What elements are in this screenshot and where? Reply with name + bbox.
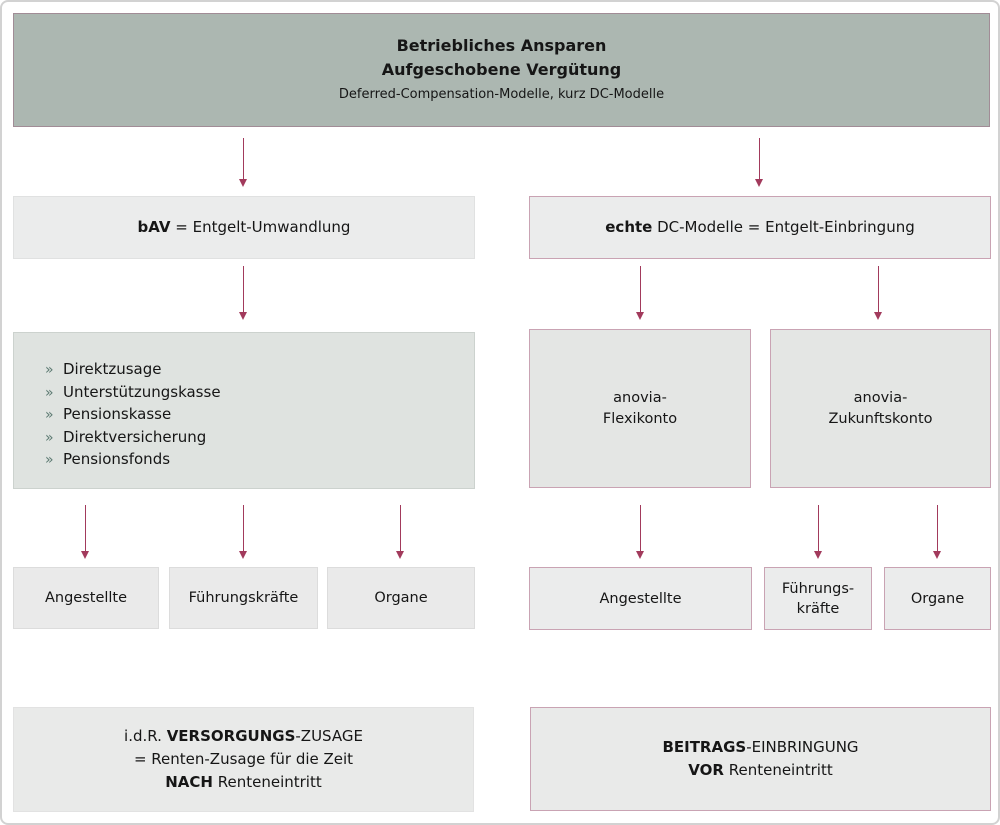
audience-label: Organe xyxy=(374,590,428,606)
bav-summary-line3-bold: NACH xyxy=(165,773,213,791)
chevron-bullet-icon: » xyxy=(45,407,54,423)
dc-audience-organe-box: Organe xyxy=(884,567,991,630)
dc-summary-line1-rest: -EINBRINGUNG xyxy=(746,738,859,756)
zukunftskonto-line1: anovia- xyxy=(853,389,908,406)
dc-summary-line2: VOR Renteneintritt xyxy=(688,759,832,782)
header-box: Betriebliches Ansparen Aufgeschobene Ver… xyxy=(13,13,990,127)
arrow-down-icon xyxy=(238,266,248,320)
bav-audience-organe-box: Organe xyxy=(327,567,475,629)
vehicle-label: Unterstützungskasse xyxy=(63,382,221,401)
dc-summary-line2-rest: Renteneintritt xyxy=(723,761,833,779)
vehicle-label: Direktversicherung xyxy=(63,427,207,446)
list-item: » Pensionskasse xyxy=(45,404,171,427)
bav-vehicles-box: » Direktzusage » Unterstützungskasse » P… xyxy=(13,332,475,489)
chevron-bullet-icon: » xyxy=(45,362,54,378)
dc-audience-fuehrungskraefte-box: Führungs- kräfte xyxy=(764,567,872,630)
dc-definition-rest: DC-Modelle = Entgelt-Einbringung xyxy=(652,218,915,236)
header-title-line2: Aufgeschobene Vergütung xyxy=(381,59,622,79)
bav-definition-rest: = Entgelt-Umwandlung xyxy=(170,218,351,236)
bav-audience-angestellte-box: Angestellte xyxy=(13,567,159,629)
list-item: » Unterstützungskasse xyxy=(45,382,221,405)
dc-definition-box: echte DC-Modelle = Entgelt-Einbringung xyxy=(529,196,991,259)
flexikonto-line1: anovia- xyxy=(613,389,667,406)
vehicle-label: Direktzusage xyxy=(63,360,162,378)
flexikonto-line2: Flexikonto xyxy=(602,410,678,427)
bav-audience-fuehrungskraefte-box: Führungskräfte xyxy=(169,567,318,629)
flexikonto-box: anovia- Flexikonto xyxy=(529,329,751,488)
bav-summary-line2: = Renten-Zusage für die Zeit xyxy=(133,750,354,768)
dc-summary-line1: BEITRAGS-EINBRINGUNG xyxy=(662,736,858,759)
vehicle-label: Pensionskasse xyxy=(63,405,172,423)
arrow-down-icon xyxy=(80,505,90,559)
list-item: » Pensionsfonds xyxy=(45,449,170,472)
bav-summary-box: i.d.R. VERSORGUNGS-ZUSAGE = Renten-Zusag… xyxy=(13,707,474,812)
audience-label: Organe xyxy=(910,590,965,607)
dc-summary-line1-bold: BEITRAGS xyxy=(662,738,747,756)
bav-definition-bold: bAV xyxy=(137,218,171,236)
dc-definition-bold: echte xyxy=(605,218,653,236)
bav-summary-line3-rest: Renteneintritt xyxy=(212,773,322,791)
dc-definition-text: echte DC-Modelle = Entgelt-Einbringung xyxy=(605,216,914,239)
audience-label: Angestellte xyxy=(599,590,682,607)
bav-summary-line1-rest: -ZUSAGE xyxy=(295,727,363,745)
list-item: » Direktzusage xyxy=(45,359,162,382)
chevron-bullet-icon: » xyxy=(45,429,54,446)
arrow-down-icon xyxy=(813,505,823,559)
arrow-down-icon xyxy=(754,138,764,187)
header-title-line1: Betriebliches Ansparen xyxy=(396,35,607,55)
chevron-bullet-icon: » xyxy=(45,384,54,401)
arrow-down-icon xyxy=(873,266,883,320)
arrow-down-icon xyxy=(635,266,645,320)
audience-label: Angestellte xyxy=(44,590,128,606)
list-item: » Direktversicherung xyxy=(45,427,206,450)
bav-definition-box: bAV = Entgelt-Umwandlung xyxy=(13,196,475,259)
arrow-down-icon xyxy=(635,505,645,559)
bav-summary-line1-prefix: i.d.R. xyxy=(124,727,167,745)
bav-summary-line1: i.d.R. VERSORGUNGS-ZUSAGE xyxy=(124,725,363,748)
zukunftskonto-line2: Zukunftskonto xyxy=(828,410,933,427)
header-subtitle: Deferred-Compensation-Modelle, kurz DC-M… xyxy=(338,86,665,102)
arrow-down-icon xyxy=(238,505,248,559)
chevron-bullet-icon: » xyxy=(45,452,54,468)
zukunftskonto-box: anovia- Zukunftskonto xyxy=(770,329,991,488)
audience-label-line2: kräfte xyxy=(796,600,840,617)
audience-label-line1: Führungs- xyxy=(781,580,855,597)
vehicle-label: Pensionsfonds xyxy=(63,450,171,468)
dc-summary-line2-bold: VOR xyxy=(688,761,724,779)
dc-summary-box: BEITRAGS-EINBRINGUNG VOR Renteneintritt xyxy=(530,707,991,811)
bav-summary-line3: NACH Renteneintritt xyxy=(165,771,321,794)
audience-label: Führungskräfte xyxy=(188,590,299,606)
arrow-down-icon xyxy=(932,505,942,559)
arrow-down-icon xyxy=(395,505,405,559)
bav-definition-text: bAV = Entgelt-Umwandlung xyxy=(138,216,351,239)
dc-audience-angestellte-box: Angestellte xyxy=(529,567,752,630)
bav-summary-line1-bold: VERSORGUNGS xyxy=(166,727,296,745)
arrow-down-icon xyxy=(238,138,248,187)
